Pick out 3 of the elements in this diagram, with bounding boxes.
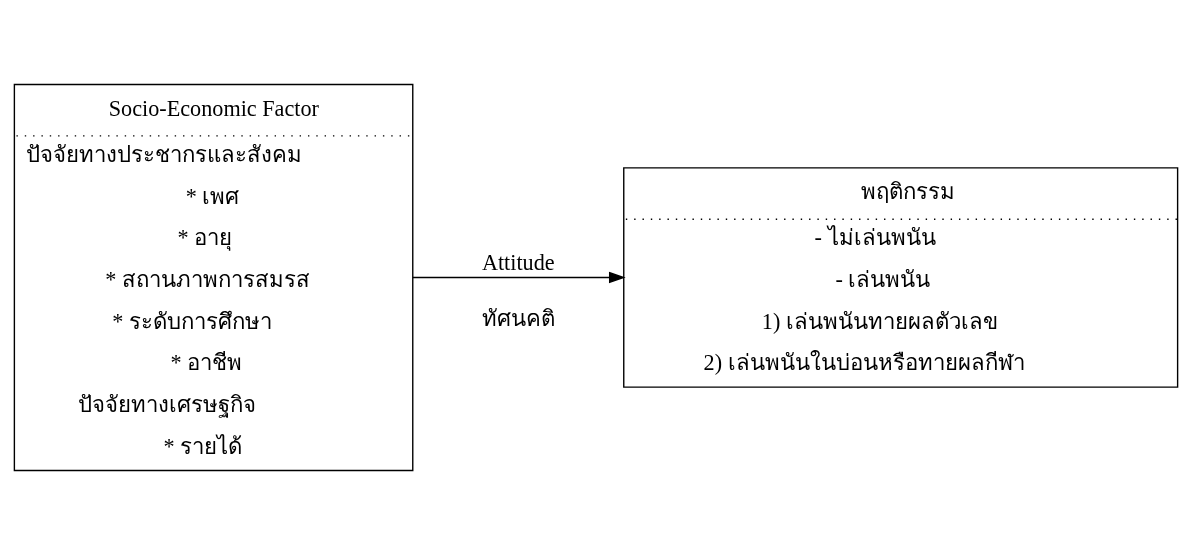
label: ทัศนคติ bbox=[481, 305, 555, 331]
arrow bbox=[412, 271, 626, 283]
edge-label: Attitude bbox=[481, 249, 555, 275]
